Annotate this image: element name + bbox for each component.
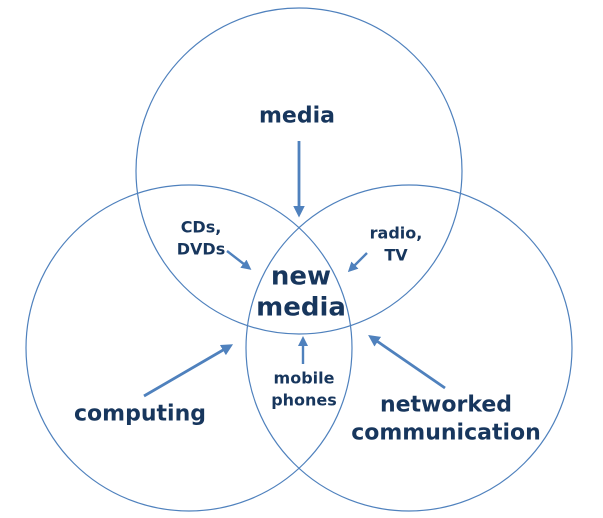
circle-media <box>135 7 463 335</box>
circle-networked-communication <box>245 184 573 512</box>
label-radio-tv: radio, TV <box>369 223 423 264</box>
label-networked-communication: networked communication <box>351 392 541 446</box>
label-cds-dvds: CDs, DVDs <box>176 217 226 258</box>
label-mobile-phones: mobile phones <box>271 368 337 409</box>
arrow-radio-tv-to-center <box>347 252 368 273</box>
arrow-cds-dvds-to-center <box>226 250 252 270</box>
label-computing: computing <box>74 401 206 427</box>
arrow-networked-to-center <box>368 334 446 390</box>
circle-computing <box>25 184 353 512</box>
label-media: media <box>259 103 335 129</box>
arrow-computing-to-center <box>143 344 234 398</box>
label-new-media: new media <box>256 261 346 322</box>
